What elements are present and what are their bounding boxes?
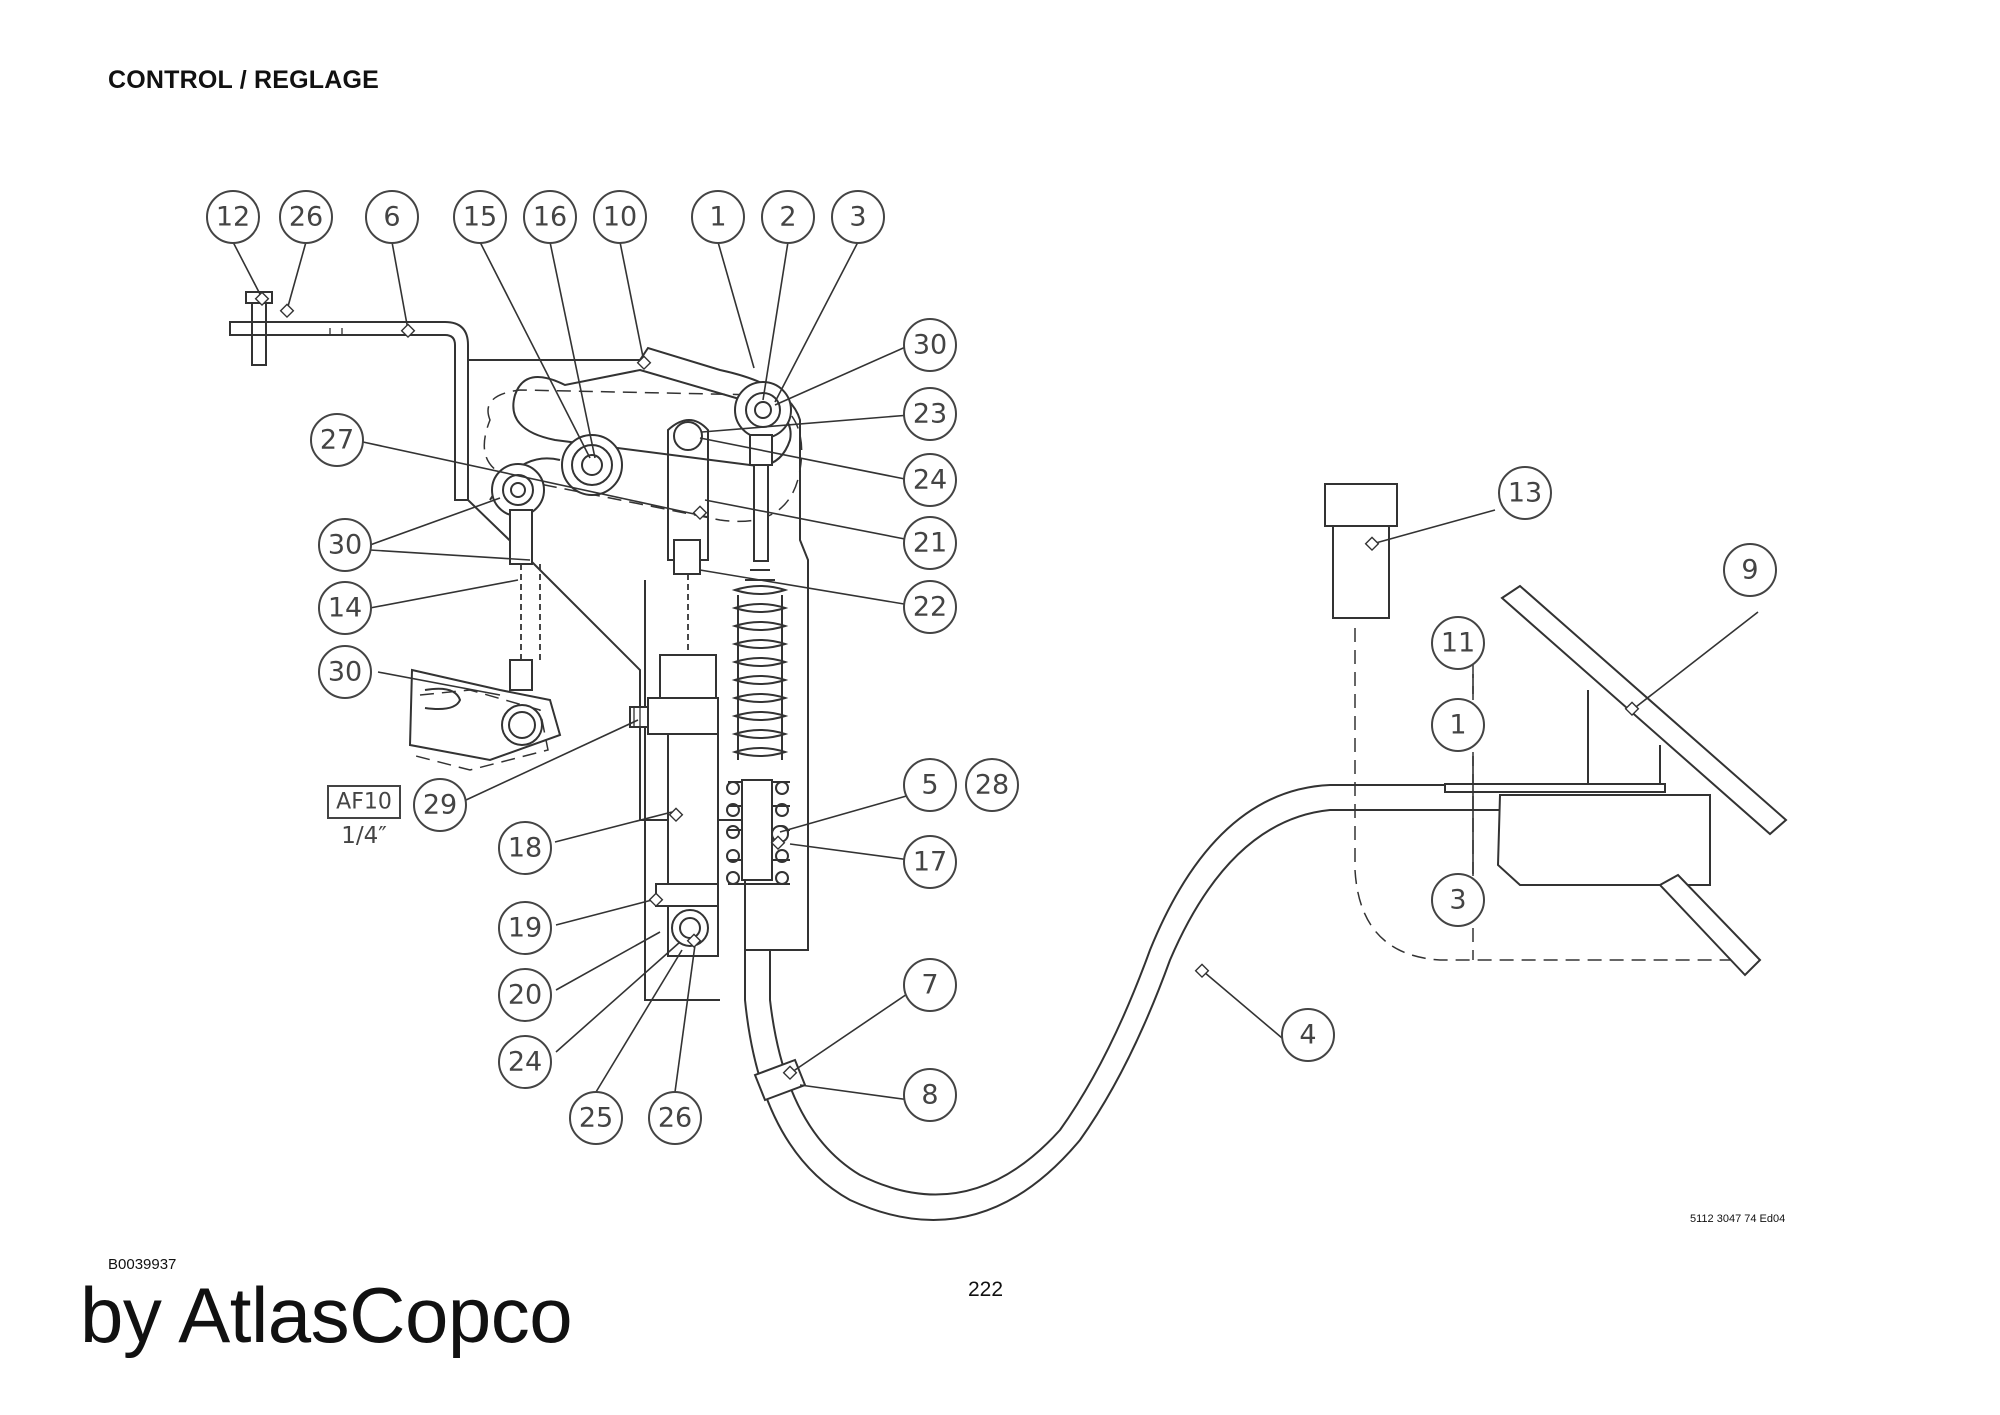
svg-text:22: 22 (913, 592, 947, 623)
svg-text:16: 16 (533, 202, 567, 233)
svg-text:10: 10 (603, 202, 637, 233)
svg-text:25: 25 (579, 1103, 613, 1134)
svg-text:30: 30 (328, 657, 362, 688)
svg-text:18: 18 (508, 833, 542, 864)
svg-text:30: 30 (328, 530, 362, 561)
brand-watermark: by AtlasCopco (80, 1271, 573, 1359)
svg-text:AF10: AF10 (336, 790, 392, 815)
lever-linkage (483, 368, 803, 650)
balloon-25: 25 (569, 1091, 623, 1145)
wrench-size-note: AF10 (327, 785, 401, 819)
balloon-22: 22 (903, 580, 957, 634)
control-cable (744, 784, 1500, 1221)
balloon-24-right: 24 (903, 453, 957, 507)
balloon-12: 12 (206, 190, 260, 244)
balloon-27: 27 (310, 413, 364, 467)
svg-text:27: 27 (320, 425, 354, 456)
svg-text:4: 4 (1299, 1020, 1316, 1051)
balloon-29: 29 (413, 778, 467, 832)
balloon-6: 6 (365, 190, 419, 244)
balloon-14: 14 (318, 581, 372, 635)
balloon-1-top: 1 (691, 190, 745, 244)
page-number: 222 (968, 1278, 1004, 1301)
balloon-3-top: 3 (831, 190, 885, 244)
svg-text:19: 19 (508, 913, 542, 944)
leader-lines (232, 241, 1759, 1101)
balloon-13: 13 (1498, 466, 1552, 520)
balloon-24-lower: 24 (498, 1035, 552, 1089)
bellows-spring (726, 569, 790, 885)
bracket-part (229, 291, 469, 501)
balloon-1-right: 1 (1431, 698, 1485, 752)
svg-text:29: 29 (423, 790, 457, 821)
svg-text:8: 8 (921, 1080, 938, 1111)
balloon-30-left-upper: 30 (318, 518, 372, 572)
svg-text:20: 20 (508, 980, 542, 1011)
balloon-30-right: 30 (903, 318, 957, 372)
drawing-reference: B0039937 (108, 1256, 177, 1273)
balloon-28: 28 (965, 758, 1019, 812)
balloon-26-top: 26 (279, 190, 333, 244)
svg-text:9: 9 (1741, 555, 1758, 586)
balloon-16: 16 (523, 190, 577, 244)
svg-text:15: 15 (463, 202, 497, 233)
svg-text:5: 5 (921, 770, 938, 801)
link-rod (408, 509, 562, 771)
svg-text:24: 24 (508, 1047, 542, 1078)
balloon-17: 17 (903, 835, 957, 889)
balloon-2: 2 (761, 190, 815, 244)
svg-text:21: 21 (913, 528, 947, 559)
svg-text:26: 26 (658, 1103, 692, 1134)
gas-cylinder (629, 654, 719, 957)
svg-text:28: 28 (975, 770, 1009, 801)
svg-text:12: 12 (216, 202, 250, 233)
svg-text:2: 2 (779, 202, 796, 233)
balloon-11: 11 (1431, 616, 1485, 670)
balloon-20: 20 (498, 968, 552, 1022)
balloon-21: 21 (903, 516, 957, 570)
balloon-15: 15 (453, 190, 507, 244)
svg-text:1: 1 (1449, 710, 1466, 741)
balloon-8: 8 (903, 1068, 957, 1122)
balloon-3-right: 3 (1431, 873, 1485, 927)
svg-text:30: 30 (913, 330, 947, 361)
svg-text:23: 23 (913, 399, 947, 430)
document-code: 5112 3047 74 Ed04 (1690, 1213, 1786, 1225)
balloon-19: 19 (498, 901, 552, 955)
svg-text:24: 24 (913, 465, 947, 496)
svg-text:13: 13 (1508, 478, 1542, 509)
svg-text:6: 6 (383, 202, 400, 233)
svg-text:11: 11 (1441, 628, 1475, 659)
svg-text:3: 3 (1449, 885, 1466, 916)
balloon-23: 23 (903, 387, 957, 441)
svg-text:26: 26 (289, 202, 323, 233)
svg-text:1: 1 (709, 202, 726, 233)
thread-size-label: 1/4″ (341, 823, 387, 849)
page-title: CONTROL / REGLAGE (108, 66, 380, 94)
svg-text:14: 14 (328, 593, 362, 624)
balloon-10: 10 (593, 190, 647, 244)
svg-text:7: 7 (921, 970, 938, 1001)
item-markers (254, 291, 1640, 1081)
balloon-18: 18 (498, 821, 552, 875)
balloon-5: 5 (903, 758, 957, 812)
balloon-26-lower: 26 (648, 1091, 702, 1145)
svg-text:17: 17 (913, 847, 947, 878)
balloon-30-left-lower: 30 (318, 645, 372, 699)
balloon-7: 7 (903, 958, 957, 1012)
balloon-9: 9 (1723, 543, 1777, 597)
svg-text:3: 3 (849, 202, 866, 233)
balloon-4: 4 (1281, 1008, 1335, 1062)
pedal-assembly (1324, 483, 1788, 977)
